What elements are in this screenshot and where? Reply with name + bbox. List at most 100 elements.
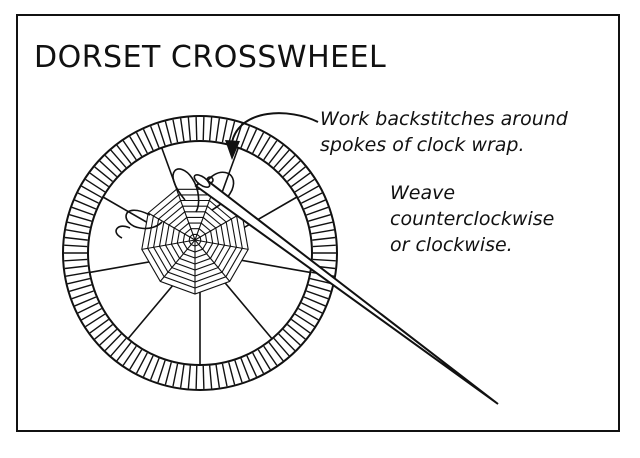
ring-wrap-stitch (208, 117, 213, 141)
ring-wrap-stitch (291, 318, 311, 334)
ring-wrap-stitch (263, 140, 278, 161)
ring-wrap-stitch (81, 307, 102, 321)
ring-wrap-stitch (122, 140, 137, 161)
ring-wrap-stitch (77, 192, 99, 204)
web-spoke (194, 189, 214, 241)
ring-wrap-stitch (85, 178, 106, 193)
ring-wrap-stitch (67, 277, 91, 285)
ring-wrap-stitch (215, 118, 221, 142)
ring-wrap-stitch (179, 364, 185, 388)
ring-wrap-stitch (164, 362, 172, 385)
ring-wrap-stitch (195, 117, 198, 141)
ring-wrap-stitch (246, 128, 258, 151)
ring-wrap-stitch (312, 244, 336, 248)
ring-wrap-stitch (309, 221, 333, 229)
ring-wrap-stitch (312, 236, 336, 241)
ring-wrap-stitch (303, 199, 326, 210)
ring-wrap-stitch (110, 337, 127, 357)
note-weave-line-1: Weave (390, 182, 456, 204)
ring-wrap-stitch (195, 365, 198, 389)
ring-wrap-stitch (246, 355, 258, 378)
ring-wrap-stitch (263, 345, 278, 366)
ring-wrap-stitch (116, 342, 132, 362)
ring-wrap-stitch (306, 290, 329, 300)
web-spoke (194, 239, 249, 250)
web-spoke (159, 239, 196, 282)
ring-wrap-stitch (71, 290, 94, 300)
ring-wrap-stitch (298, 185, 319, 199)
ring-wrap-stitch (157, 123, 166, 146)
ring-wrap-stitch (157, 360, 166, 383)
ring-wrap-stitch (257, 349, 271, 370)
ring-wrap-stitch (278, 154, 296, 173)
ring-wrap-stitch (294, 313, 315, 328)
ring-wrap-stitch (85, 313, 106, 328)
ring-wrap-stitch (208, 365, 213, 389)
ring-outer-edge (62, 115, 338, 391)
ring-wrap-stitch (65, 229, 89, 235)
ring-wrap-stitch (306, 206, 329, 216)
ring-wrap-stitch (252, 132, 265, 154)
ring-wrap-stitch (89, 318, 109, 334)
ring-wrap-stitch (64, 258, 88, 262)
ring-wrap-stitch (221, 363, 228, 387)
ring-wrap-stitch (252, 352, 265, 374)
ring-wrap-stitch (187, 365, 192, 389)
ring-wrap-stitch (172, 119, 179, 143)
ring-wrap-stitch (303, 296, 326, 307)
ring-wrap-stitch (228, 362, 236, 385)
ring-wrap-stitch (268, 342, 284, 362)
ring-wrap-stitch (94, 166, 113, 183)
ring-wrap-stitch (69, 284, 92, 292)
ring-wrap-stitch (129, 349, 143, 370)
ring-wrap-stitch (311, 229, 335, 235)
ring-wrap-stitch (257, 136, 271, 157)
ring-wrap-stitch (99, 160, 118, 178)
ring-wrap-stitch (129, 136, 143, 157)
ring-wrap-stitch (104, 333, 122, 352)
ring-wrap-stitch (172, 363, 179, 387)
web-spoke (147, 212, 196, 241)
ring-wrap-stitch (273, 337, 290, 357)
ring-wrap-stitch (291, 172, 311, 188)
ring-wrap-stitch (273, 149, 290, 169)
ring-wrap-stitch (298, 307, 319, 321)
needle-icon (193, 173, 499, 405)
ring-wrap-stitch (65, 271, 89, 277)
note-backstitch-line-2: spokes of clock wrap. (320, 134, 525, 156)
ring-wrap-stitch (150, 358, 160, 380)
ring-wrap-stitch (69, 214, 92, 222)
ring-wrap-stitch (64, 265, 88, 270)
note-weave: Weave counterclockwise or clockwise. (390, 180, 554, 258)
ring-wrap-stitch (135, 132, 148, 154)
ring-wrap-stitch (221, 119, 228, 143)
diagram-title: DORSET CROSSWHEEL (34, 40, 387, 75)
ring-wrap-stitch (287, 323, 306, 340)
ring-wraps (64, 117, 336, 389)
ring-wrap-stitch (150, 126, 160, 148)
ring-wrap-stitch (116, 144, 132, 164)
woven-web (141, 188, 249, 295)
ring-wrap-stitch (67, 221, 91, 229)
ring-wrap-stitch (81, 185, 102, 199)
ring-wrap-stitch (71, 206, 94, 216)
ring-wrap-stitch (202, 117, 205, 141)
note-weave-line-3: or clockwise. (390, 234, 513, 256)
ring-wrap-stitch (89, 172, 109, 188)
web-spoke (176, 189, 196, 241)
ring-wrap-stitch (74, 296, 97, 307)
ring-wrap-stitch (268, 144, 284, 164)
arrow-to-wrap (225, 112, 319, 160)
ring-wrap-stitch (240, 126, 250, 148)
note-weave-line-2: counterclockwise (390, 208, 555, 230)
ring-wrap-stitch (74, 199, 97, 210)
ring-wrap-stitch (308, 284, 331, 292)
ring-wrap-stitch (135, 352, 148, 374)
ring-wrap-stitch (187, 117, 192, 141)
ring-wrap-stitch (228, 121, 236, 144)
ring-wrap-stitch (278, 333, 296, 352)
web-spoke (194, 212, 243, 241)
ring-wrap-stitch (164, 121, 172, 144)
ring-wrap-stitch (142, 355, 154, 378)
ring-wrap-stitch (301, 192, 323, 204)
